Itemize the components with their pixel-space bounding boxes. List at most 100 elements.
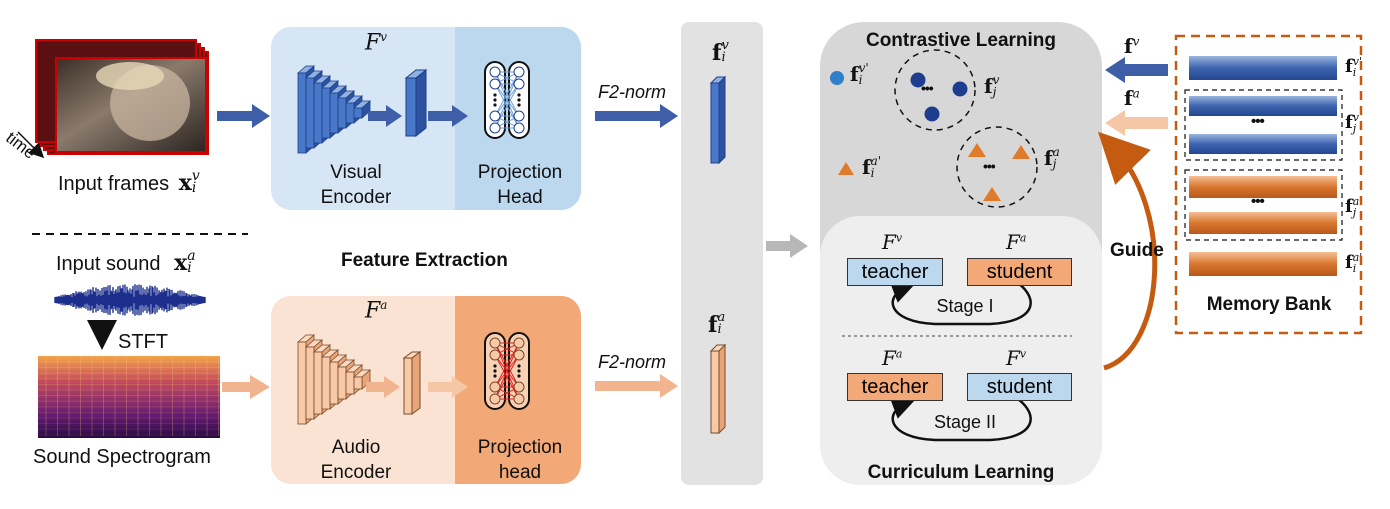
visual-encoder-layers — [296, 65, 372, 154]
audio-func-label: Fa — [365, 298, 387, 323]
curriculum-title: Curriculum Learning — [867, 462, 1055, 483]
visual-func-symbol: F — [365, 30, 381, 56]
visual-encoder-line1: Visual — [330, 162, 382, 183]
fa-triangle — [968, 143, 986, 157]
fv-prime-sup: v' — [858, 61, 869, 75]
audio-feature-sub: i — [717, 322, 722, 337]
fa-prime-symbol: f — [862, 155, 871, 179]
stage2-label: Stage II — [933, 412, 997, 432]
memory-group-fv — [1184, 89, 1343, 161]
stage2-teacher-func-sup: a — [895, 347, 903, 361]
visual-to-head-arrow — [428, 105, 468, 127]
audio-encoder-line2: Encoder — [320, 462, 392, 483]
audio-head-line2: head — [498, 462, 542, 483]
mb-row0-sup: v' — [1352, 55, 1362, 68]
visual-projection-head — [484, 61, 530, 139]
guide-label: Guide — [1110, 240, 1164, 261]
input-sound-text: Input sound — [56, 253, 161, 275]
visual-func-sup: v — [380, 30, 388, 44]
mb-row3-sup: a' — [1352, 251, 1363, 264]
stage1-student-box: student — [967, 258, 1072, 286]
memory-row-fv-prime — [1189, 56, 1337, 80]
audio-encoder-output — [402, 351, 422, 415]
frames-to-encoder-arrow — [217, 104, 270, 128]
mb-row3-sub: i — [1352, 262, 1357, 275]
visual-func-label: Fv — [365, 30, 387, 55]
visual-head-line2: Head — [497, 187, 543, 208]
sound-symbol: x — [174, 250, 188, 276]
audio-encoder-arrow — [366, 376, 400, 398]
audio-func-symbol: F — [365, 298, 381, 324]
sound-sub: i — [187, 260, 192, 276]
sound-waveform — [54, 284, 206, 316]
mb-in-fa-label: fa — [1124, 86, 1140, 110]
stage2-teacher-box: teacher — [847, 373, 943, 401]
contrastive-title: Contrastive Learning — [865, 30, 1057, 51]
visual-feature-sup: v — [721, 38, 729, 53]
audio-norm-arrow — [595, 374, 678, 398]
fa-prime-sub: i — [870, 166, 875, 180]
memory-row-fv — [1189, 96, 1337, 116]
audio-feature-sup: a — [717, 310, 726, 325]
stage1-student-func-sup: a — [1019, 231, 1027, 245]
fv-dot — [910, 72, 926, 88]
fv-cluster — [894, 49, 976, 131]
visual-feature-sub: i — [721, 50, 726, 65]
curriculum-panel — [820, 216, 1102, 485]
audio-func-sup: a — [380, 298, 388, 312]
visual-norm-arrow — [595, 104, 678, 128]
spectrogram-label: Sound Spectrogram — [33, 446, 211, 468]
stage1-label: Stage I — [936, 296, 994, 316]
fa-cluster-dots: ••• — [983, 158, 996, 174]
fa-j-symbol: f — [1044, 146, 1053, 170]
stage1-student-func-symbol: F — [1006, 230, 1020, 254]
visual-norm-label: F2-norm — [598, 82, 667, 102]
audio-head-label: Projection head — [460, 435, 580, 485]
mb-row2-sub: j — [1352, 206, 1357, 219]
feature-extraction-label: Feature Extraction — [341, 250, 508, 271]
visual-encoder-output — [404, 68, 428, 138]
mb-row1-symbol: f — [1345, 112, 1353, 133]
fv-cluster-dots: ••• — [921, 80, 934, 96]
stage1-loop — [888, 279, 1032, 326]
mb-row1-sub: j — [1352, 122, 1357, 135]
audio-projection-head — [484, 332, 530, 410]
stage1-student-func: Fa — [1006, 230, 1026, 254]
memory-group-fa — [1184, 169, 1343, 241]
fv-dot — [952, 81, 968, 97]
visual-encoder-line2: Encoder — [320, 187, 392, 208]
frames-sup: v — [191, 168, 200, 184]
fv-j-sup: v — [992, 73, 1000, 87]
time-arrow — [17, 131, 45, 159]
fa-input-arrow — [1105, 110, 1168, 136]
to-learning-arrow — [766, 234, 808, 258]
stage1-teacher-func-sup: v — [895, 231, 903, 245]
stage1-teacher-func: Fv — [882, 230, 902, 254]
guide-arrow — [1097, 131, 1158, 371]
mb-fv-dots: ••• — [1251, 113, 1265, 130]
fa-cluster — [956, 126, 1038, 208]
fv-input-arrow — [1105, 57, 1168, 83]
audio-to-head-arrow — [428, 376, 468, 398]
stage2-teacher-func: Fa — [882, 346, 902, 370]
mb-in-fv-sup: v — [1132, 34, 1140, 49]
memory-bank-title: Memory Bank — [1206, 294, 1332, 315]
mb-in-fv-symbol: f — [1124, 34, 1133, 58]
feature-column — [681, 22, 763, 485]
mb-fa-dots: ••• — [1251, 193, 1265, 210]
sound-spectrogram — [38, 356, 220, 438]
stage2-student-func-symbol: F — [1006, 346, 1020, 370]
input-frames-text: Input frames — [58, 173, 170, 195]
visual-feature-bar — [709, 75, 727, 165]
stage1-teacher-func-symbol: F — [882, 230, 896, 254]
mb-row2-sup: a — [1352, 195, 1360, 208]
mb-row1-sup: v — [1352, 111, 1359, 124]
memory-row-fa — [1189, 212, 1337, 234]
